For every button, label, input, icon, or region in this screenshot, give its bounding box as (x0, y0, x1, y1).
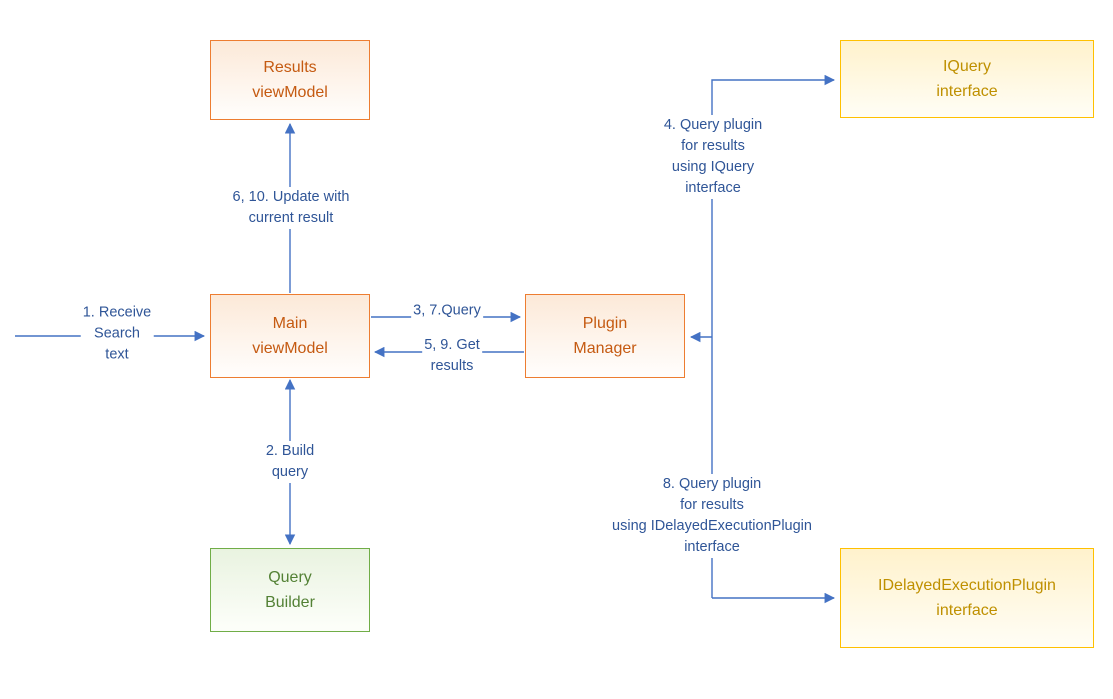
label-build-query: 2. Build query (263, 441, 317, 483)
label-query-plugin-idelayed: 8. Query plugin for results using IDelay… (610, 474, 814, 558)
node-query-builder: Query Builder (210, 548, 370, 632)
node-main-viewmodel: Main viewModel (210, 294, 370, 378)
node-results-viewmodel-label: Results viewModel (252, 59, 328, 101)
node-plugin-manager: Plugin Manager (525, 294, 685, 378)
label-get-results: 5, 9. Get results (422, 335, 482, 377)
node-results-viewmodel: Results viewModel (210, 40, 370, 120)
node-query-builder-label: Query Builder (265, 569, 315, 611)
label-receive-search: 1. Receive Search text (80, 302, 154, 366)
node-plugin-manager-label: Plugin Manager (573, 315, 637, 357)
node-iquery-interface: IQuery interface (840, 40, 1094, 118)
node-iquery-interface-label: IQuery interface (936, 58, 998, 100)
node-idelayedexecutionplugin-interface-label: IDelayedExecutionPlugin interface (878, 577, 1056, 619)
label-query-plugin-iquery: 4. Query plugin for results using IQuery… (661, 115, 765, 199)
label-query: 3, 7.Query (411, 300, 483, 322)
node-main-viewmodel-label: Main viewModel (252, 315, 328, 357)
node-idelayedexecutionplugin-interface: IDelayedExecutionPlugin interface (840, 548, 1094, 648)
label-update-current-result: 6, 10. Update with current result (230, 187, 352, 229)
connector-iquery-trunk-arrow (711, 74, 836, 598)
